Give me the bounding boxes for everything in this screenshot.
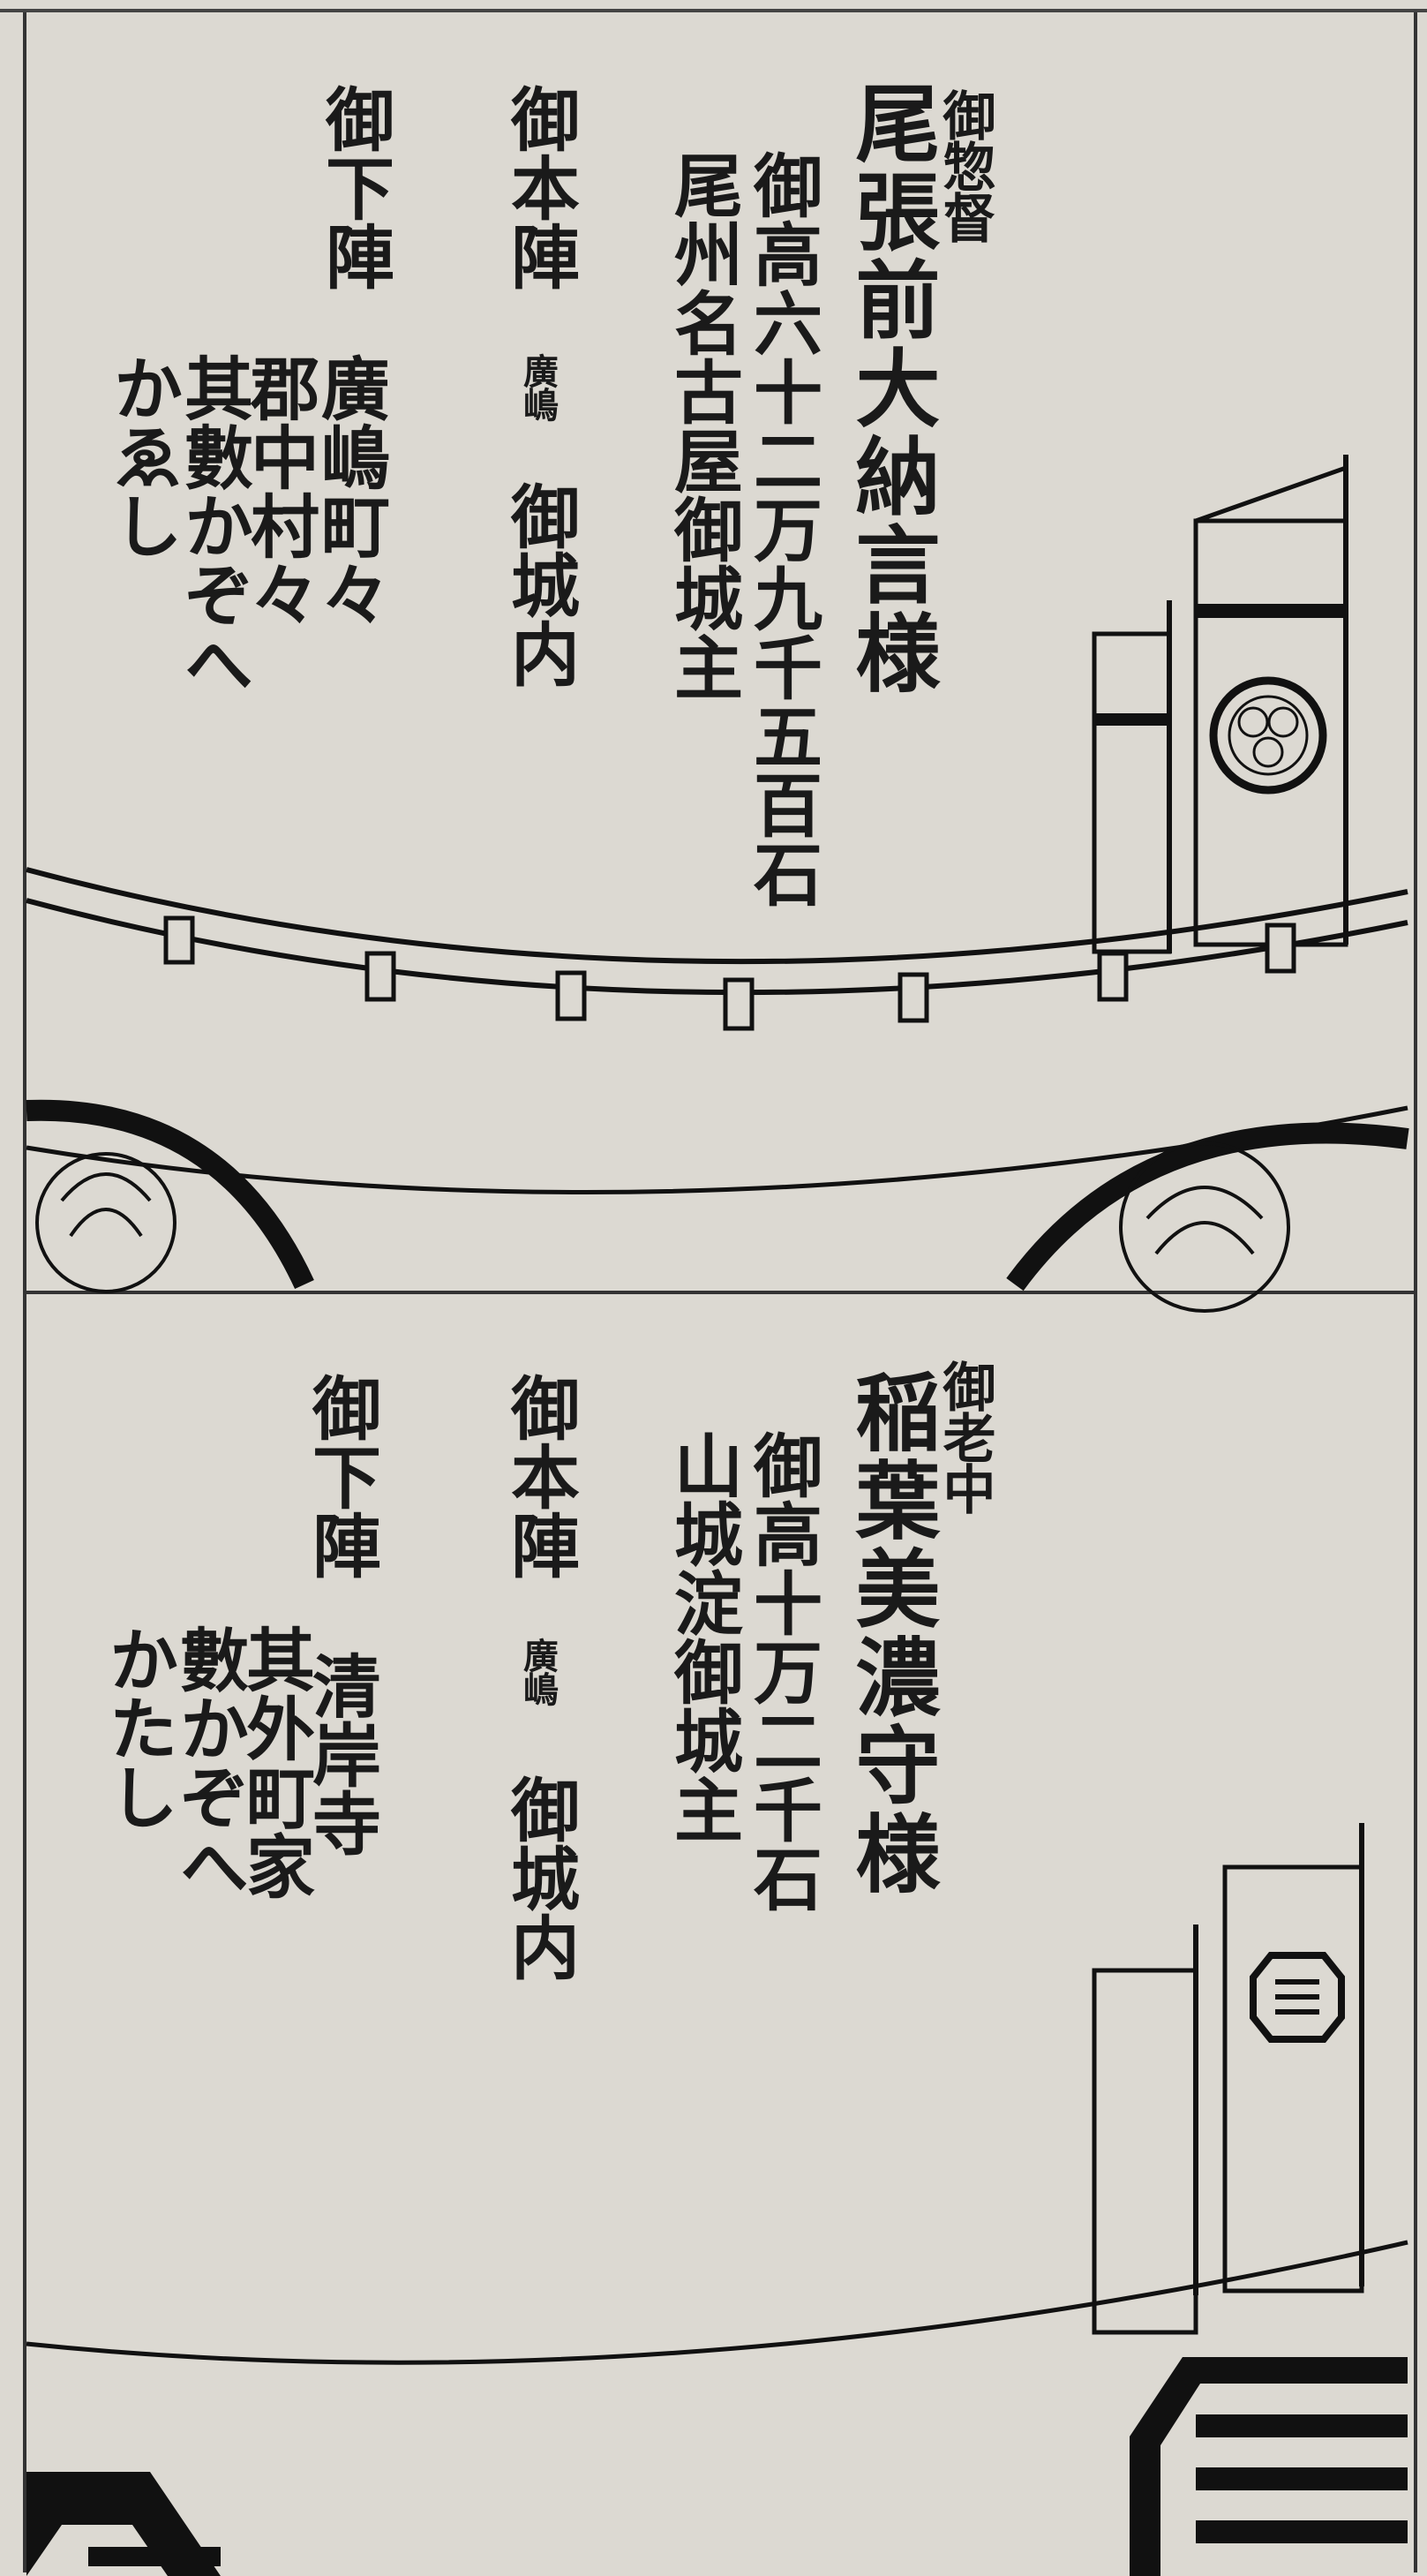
lord-name-bottom: 稲葉美濃守様 [841, 1368, 941, 1898]
gejin-line-1-bottom: 清岸寺 [301, 1651, 381, 1857]
bottom-banners [1092, 1823, 1364, 2335]
aoi-crest-icon [26, 1099, 1409, 1313]
bottom-ground-line [26, 2240, 1408, 2365]
gejin-line-3: 其數かぞへ [173, 353, 253, 697]
gejin-line-3-bottom: 數かぞへ [169, 1624, 249, 1900]
honjin-label-bottom: 御本陣 [499, 1373, 580, 1579]
honjin-label: 御本陣 [499, 84, 580, 290]
sumikiri-crest-icon [26, 2357, 1408, 2576]
honjin-place-small: 廣嶋 [517, 353, 559, 420]
honjin-place: 御城内 [499, 481, 580, 688]
honjin-place-bottom: 御城内 [499, 1774, 580, 1981]
inaba-sumikiri-crest-icon [1250, 1952, 1345, 2043]
page-border-left [23, 12, 26, 2572]
gejin-label: 御下陣 [314, 84, 394, 290]
stipend-bottom: 御高十万二千石 [742, 1430, 822, 1912]
page-border-top [0, 9, 1427, 12]
domain-bottom: 山城淀御城主 [663, 1430, 743, 1843]
stipend: 御高六十二万九千五百石 [742, 150, 822, 908]
gejin-line-2: 郡中村々 [239, 353, 319, 629]
top-banners [1092, 455, 1348, 954]
large-banner-bottom [1222, 1864, 1364, 2294]
gejin-line-4: かゑし [102, 353, 183, 560]
role-title-bottom: 御老中 [934, 1360, 995, 1513]
gejin-line-2-bottom: 其外町家 [235, 1624, 315, 1900]
small-banner-bottom [1092, 1968, 1198, 2335]
panel-divider [26, 1291, 1416, 1294]
gejin-line-1: 廣嶋町々 [310, 353, 390, 629]
tokugawa-aoi-crest-icon [1209, 676, 1327, 795]
role-title: 御惣督 [934, 88, 995, 242]
small-banner [1092, 631, 1172, 954]
domain: 尾州名古屋御城主 [663, 150, 743, 701]
gejin-line-4-bottom: かたし [98, 1624, 178, 1831]
honjin-place-small-bottom: 廣嶋 [517, 1638, 559, 1705]
gejin-label-bottom: 御下陣 [301, 1373, 381, 1579]
lord-name: 尾張前大納言様 [841, 79, 941, 697]
page-border-right [1414, 12, 1417, 2572]
